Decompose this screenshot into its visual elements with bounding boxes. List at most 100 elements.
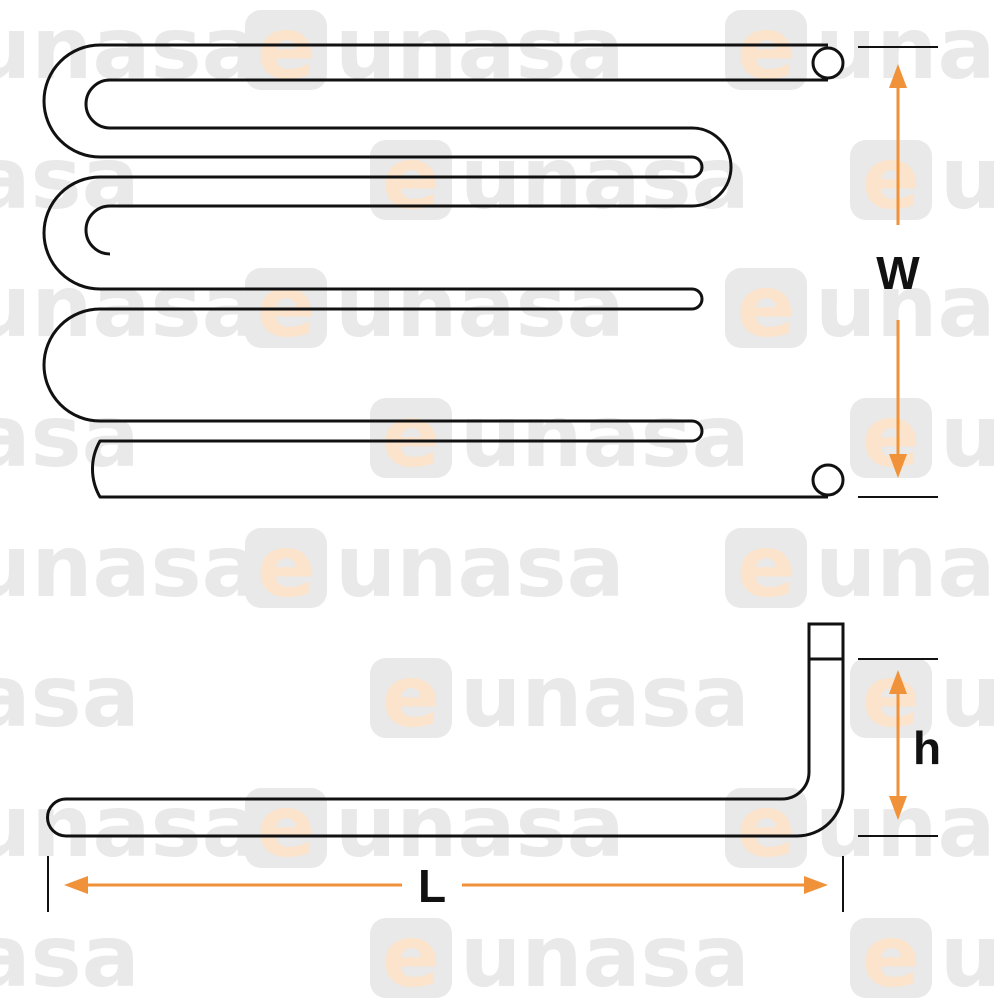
- watermark-e-tile: [725, 788, 807, 868]
- length-arrowhead-left: [64, 876, 88, 894]
- height-label: h: [913, 722, 941, 774]
- watermark-e-tile: [245, 528, 327, 608]
- watermark-wordmark: unasa: [0, 129, 140, 229]
- watermark-e-tile: [245, 788, 327, 868]
- length-arrowhead-right: [804, 876, 828, 894]
- watermark-e-tile: [725, 10, 807, 90]
- watermark-wordmark: unasa: [815, 517, 1000, 617]
- width-arrowhead-bottom: [889, 454, 907, 478]
- watermark-e-tile: [850, 658, 932, 738]
- watermark-wordmark: unasa: [0, 0, 260, 99]
- width-dimension: W: [858, 46, 938, 498]
- watermark-wordmark: unasa: [0, 257, 260, 357]
- watermark-e-letter: e: [862, 129, 920, 229]
- watermark-e-letter: e: [737, 517, 795, 617]
- watermark-e-tile: [850, 140, 932, 220]
- watermark-wordmark: unasa: [0, 647, 140, 747]
- watermark-e-letter: e: [862, 387, 920, 487]
- watermark-wordmark: unasa: [0, 777, 260, 877]
- height-arrowhead-bottom: [889, 796, 907, 820]
- watermark-e-tile: [370, 140, 452, 220]
- watermark-wordmark: unasa: [460, 647, 750, 747]
- watermark-wordmark: unasa: [815, 777, 1000, 877]
- length-dimension: L: [47, 856, 844, 912]
- watermark-e-letter: e: [737, 777, 795, 877]
- tube-end-bottom: [811, 463, 845, 497]
- watermark-wordmark: unasa: [815, 257, 1000, 357]
- watermark-wordmark: unasa: [0, 517, 260, 617]
- watermark-wordmark: unasa: [940, 907, 1000, 1000]
- watermark-e-tile: [850, 398, 932, 478]
- watermark-e-tile: [725, 268, 807, 348]
- watermark-wordmark: unasa: [0, 907, 140, 1000]
- watermark-wordmark: unasa: [335, 0, 625, 99]
- watermark-wordmark: unasa: [940, 387, 1000, 487]
- watermark-e-tile: [370, 918, 452, 998]
- watermark-wordmark: unasa: [335, 517, 625, 617]
- watermark-e-letter: e: [257, 517, 315, 617]
- watermark-e-letter: e: [862, 647, 920, 747]
- watermark-e-tile: [850, 918, 932, 998]
- watermark-wordmark: unasa: [0, 387, 140, 487]
- watermark-e-letter: e: [257, 0, 315, 99]
- serpentine-tube-line-b: [84, 78, 828, 256]
- watermark-wordmark: unasa: [335, 777, 625, 877]
- watermark-wordmark: unasa: [815, 0, 1000, 99]
- serpentine-tube-line-a: [42, 43, 828, 291]
- watermark-e-tile: [725, 528, 807, 608]
- watermark-e-letter: e: [737, 257, 795, 357]
- watermark-wordmark: unasa: [460, 129, 750, 229]
- top-view: [42, 43, 828, 499]
- length-label: L: [418, 860, 446, 912]
- watermark-e-letter: e: [382, 647, 440, 747]
- width-label: W: [876, 247, 920, 299]
- watermark-e-tile: [370, 658, 452, 738]
- watermark-e-letter: e: [382, 907, 440, 1000]
- watermark-wordmark: unasa: [335, 257, 625, 357]
- width-arrowhead-top: [889, 64, 907, 88]
- watermark-e-letter: e: [382, 129, 440, 229]
- watermark-e-letter: e: [862, 907, 920, 1000]
- side-tube-outline: [46, 622, 845, 838]
- height-dimension: h: [858, 658, 941, 837]
- watermark-e-tile: [245, 10, 327, 90]
- watermark-e-tile: [370, 398, 452, 478]
- watermark-e-letter: e: [382, 387, 440, 487]
- tube-end-top: [811, 46, 845, 80]
- watermark-e-letter: e: [737, 0, 795, 99]
- height-arrowhead-top: [889, 670, 907, 694]
- side-view: [46, 622, 845, 838]
- watermark-wordmark: unasa: [940, 129, 1000, 229]
- watermark-e-letter: e: [257, 257, 315, 357]
- watermark-wordmark: unasa: [460, 907, 750, 1000]
- watermark-e-letter: e: [257, 777, 315, 877]
- watermark-wordmark: unasa: [940, 647, 1000, 747]
- serpentine-tube-line-c: [42, 287, 828, 499]
